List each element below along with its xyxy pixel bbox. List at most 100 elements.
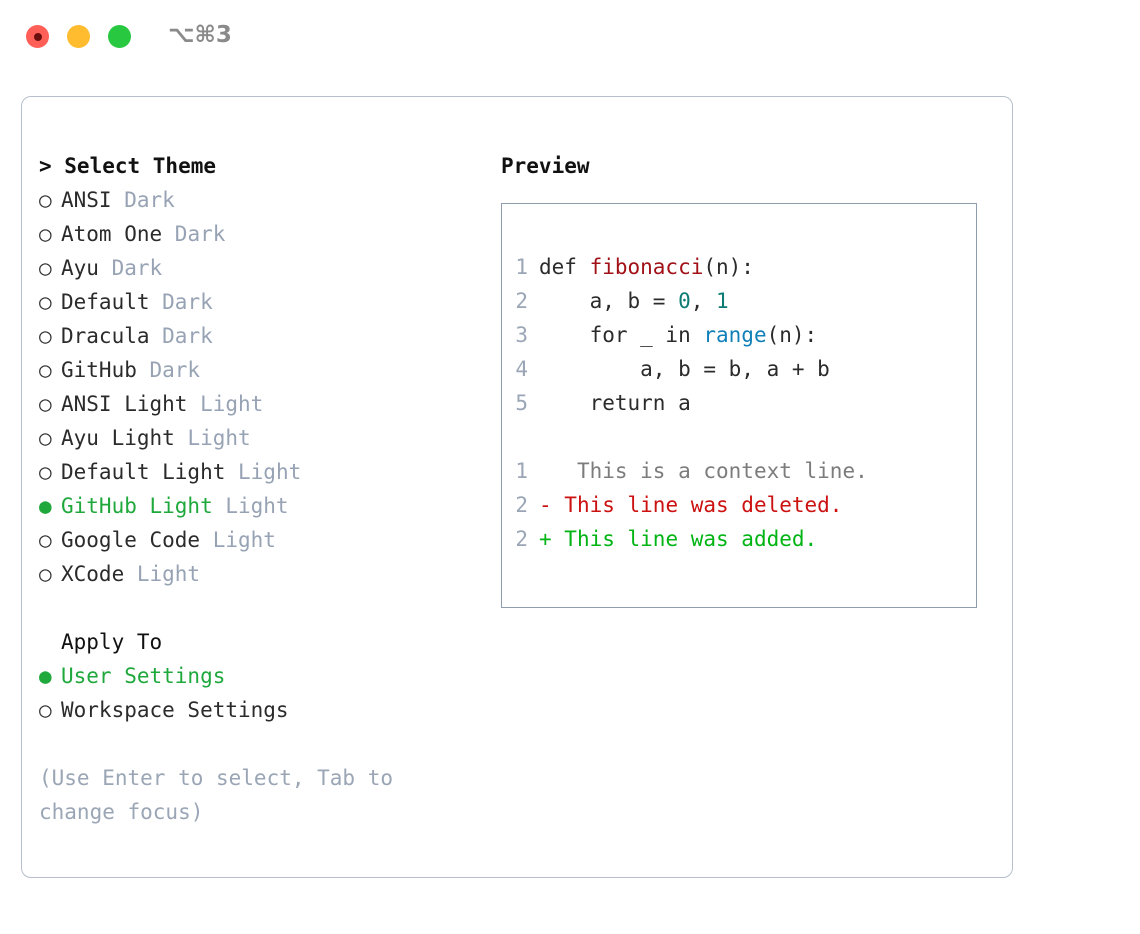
diff-line-number: 1	[515, 459, 528, 483]
theme-list-item[interactable]: ○ Default Light Light	[39, 455, 489, 489]
theme-list-item[interactable]: ○ ANSI Light Light	[39, 387, 489, 421]
preview-title: Preview	[501, 154, 590, 178]
theme-list-item[interactable]: ○ Google Code Light	[39, 523, 489, 557]
theme-list[interactable]: ○ANSI Dark○Atom One Dark○Ayu Dark○Defaul…	[39, 183, 489, 591]
theme-list-item[interactable]: ○ Ayu Light Light	[39, 421, 489, 455]
code-token: def	[539, 255, 590, 279]
theme-name-label: ANSI Light	[61, 392, 188, 416]
diff-line: 2+ This line was added.	[514, 522, 970, 556]
theme-kind-label: Dark	[98, 256, 163, 280]
code-line-number: 4	[515, 357, 528, 381]
radio-unselected-icon[interactable]: ○	[39, 460, 52, 484]
theme-kind-label: Dark	[136, 358, 201, 382]
zoom-button-icon[interactable]	[108, 25, 131, 48]
theme-list-item[interactable]: ○GitHub Dark	[39, 353, 489, 387]
code-line-number: 5	[515, 391, 528, 415]
code-token: return a	[539, 391, 691, 415]
radio-unselected-icon[interactable]: ○	[39, 562, 52, 586]
diff-marker: -	[539, 493, 552, 517]
theme-name-label: GitHub Light	[61, 494, 213, 518]
code-token: 1	[716, 289, 729, 313]
radio-unselected-icon[interactable]: ○	[39, 698, 52, 722]
theme-list-item[interactable]: ○ Atom One Dark	[39, 217, 489, 251]
diff-text: This line was deleted.	[551, 493, 843, 517]
theme-name-label: XCode	[61, 562, 125, 586]
code-line: 2 a, b = 0, 1	[514, 284, 970, 318]
theme-list-item[interactable]: ○Ayu Dark	[39, 251, 489, 285]
diff-marker	[539, 459, 552, 483]
theme-name-label: Ayu Light	[61, 426, 175, 450]
theme-kind-label: Light	[124, 562, 201, 586]
theme-list-item[interactable]: ○Default Dark	[39, 285, 489, 319]
theme-name-label: ANSI	[61, 188, 112, 212]
radio-unselected-icon[interactable]: ○	[39, 528, 52, 552]
theme-kind-label: Light	[212, 494, 289, 518]
radio-selected-icon[interactable]: ●	[39, 664, 52, 688]
code-token: a, b = b, a + b	[539, 357, 830, 381]
apply-to-label: User Settings	[61, 664, 226, 688]
minimize-button-icon[interactable]	[67, 25, 90, 48]
apply-to-option[interactable]: ○ Workspace Settings	[39, 693, 489, 727]
theme-kind-label: Light	[225, 460, 302, 484]
keyboard-hint-text: (Use Enter to select, Tab to change focu…	[39, 766, 394, 824]
code-token: for _ in	[539, 323, 704, 347]
list-spacer	[39, 591, 489, 625]
theme-kind-label: Dark	[149, 290, 213, 314]
theme-kind-label: Light	[200, 528, 276, 552]
code-diff-gap	[514, 420, 970, 454]
code-token: 0	[678, 289, 691, 313]
title-bar: ⌥⌘3	[0, 0, 1140, 78]
theme-kind-label: Dark	[162, 222, 226, 246]
radio-unselected-icon[interactable]: ○	[39, 290, 52, 314]
code-token: fibonacci	[589, 255, 704, 279]
select-theme-header: > Select Theme	[39, 154, 217, 178]
traffic-lights	[26, 25, 131, 48]
close-button-icon[interactable]	[26, 25, 49, 48]
code-line-number: 2	[515, 289, 528, 313]
radio-unselected-icon[interactable]: ○	[39, 426, 52, 450]
diff-line: 1 This is a context line.	[514, 454, 970, 488]
main-panel: > Select Theme ○ANSI Dark○Atom One Dark○…	[21, 96, 1013, 878]
code-token: (n):	[766, 323, 818, 347]
code-token: range	[703, 323, 767, 347]
code-token: (n):	[703, 255, 754, 279]
apply-to-header: Apply To	[61, 630, 163, 654]
radio-unselected-icon[interactable]: ○	[39, 188, 52, 212]
code-line: 5 return a	[514, 386, 970, 420]
theme-list-item[interactable]: ○ANSI Dark	[39, 183, 489, 217]
code-line: 3 for _ in range(n):	[514, 318, 970, 352]
code-line: 4 a, b = b, a + b	[514, 352, 970, 386]
diff-line: 2- This line was deleted.	[514, 488, 970, 522]
theme-name-label: Atom One	[61, 222, 163, 246]
theme-kind-label: Dark	[149, 324, 213, 348]
theme-name-label: Default Light	[61, 460, 226, 484]
theme-name-label: Google Code	[61, 528, 201, 552]
theme-list-item[interactable]: ○ XCode Light	[39, 557, 489, 591]
diff-text: This line was added.	[551, 527, 818, 551]
radio-unselected-icon[interactable]: ○	[39, 358, 52, 382]
radio-unselected-icon[interactable]: ○	[39, 222, 52, 246]
code-token: a, b =	[539, 289, 679, 313]
apply-to-label: Workspace Settings	[61, 698, 289, 722]
apply-to-list[interactable]: ● User Settings ○ Workspace Settings	[39, 659, 489, 727]
radio-unselected-icon[interactable]: ○	[39, 324, 52, 348]
keyboard-shortcut-label: ⌥⌘3	[168, 22, 232, 48]
theme-selector-column: > Select Theme ○ANSI Dark○Atom One Dark○…	[39, 149, 489, 829]
code-token: ,	[690, 289, 717, 313]
theme-list-item[interactable]: ● GitHub Light Light	[39, 489, 489, 523]
radio-unselected-icon[interactable]: ○	[39, 256, 52, 280]
radio-unselected-icon[interactable]: ○	[39, 392, 52, 416]
theme-kind-label: Light	[187, 392, 264, 416]
hint-spacer	[39, 727, 489, 761]
radio-selected-icon[interactable]: ●	[39, 494, 52, 518]
apply-to-option[interactable]: ● User Settings	[39, 659, 489, 693]
theme-kind-label: Light	[174, 426, 251, 450]
diff-sample: 1 This is a context line.2- This line wa…	[514, 454, 970, 556]
diff-text: This is a context line.	[551, 459, 868, 483]
theme-list-item[interactable]: ○Dracula Dark	[39, 319, 489, 353]
